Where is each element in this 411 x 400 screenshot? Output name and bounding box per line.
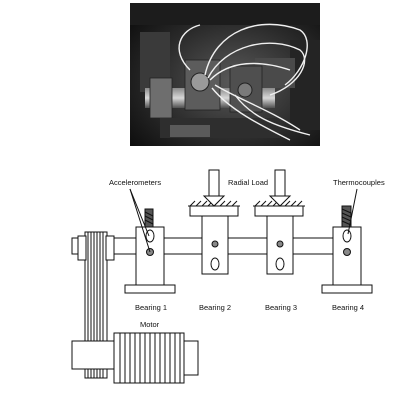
- bearing-1-accelerometer-vertical: [144, 208, 154, 228]
- test-rig-photograph: [130, 3, 320, 146]
- bearing-test-rig-diagram: Accelerometers Radial Load Thermocouples…: [71, 169, 385, 384]
- radial-load-arrow-1: [202, 169, 226, 207]
- bearing-2: [189, 205, 239, 275]
- accelerometers-leader: [129, 188, 151, 253]
- radial-load-arrow-2: [268, 169, 292, 207]
- bearing-2-label: Bearing 2: [199, 303, 231, 312]
- motor: [71, 332, 199, 384]
- accelerometers-label: Accelerometers: [109, 178, 161, 187]
- thermocouples-label: Thermocouples: [333, 178, 385, 187]
- thermocouples-leader: [347, 188, 358, 235]
- radial-load-label: Radial Load: [228, 178, 268, 187]
- bearing-4-label: Bearing 4: [332, 303, 364, 312]
- bearing-1: [124, 208, 176, 294]
- bearing-3-label: Bearing 3: [265, 303, 297, 312]
- bearing-1-label: Bearing 1: [135, 303, 167, 312]
- bearing-4: [321, 205, 373, 294]
- motor-label: Motor: [140, 320, 160, 329]
- load-supports-hatching: [188, 200, 305, 207]
